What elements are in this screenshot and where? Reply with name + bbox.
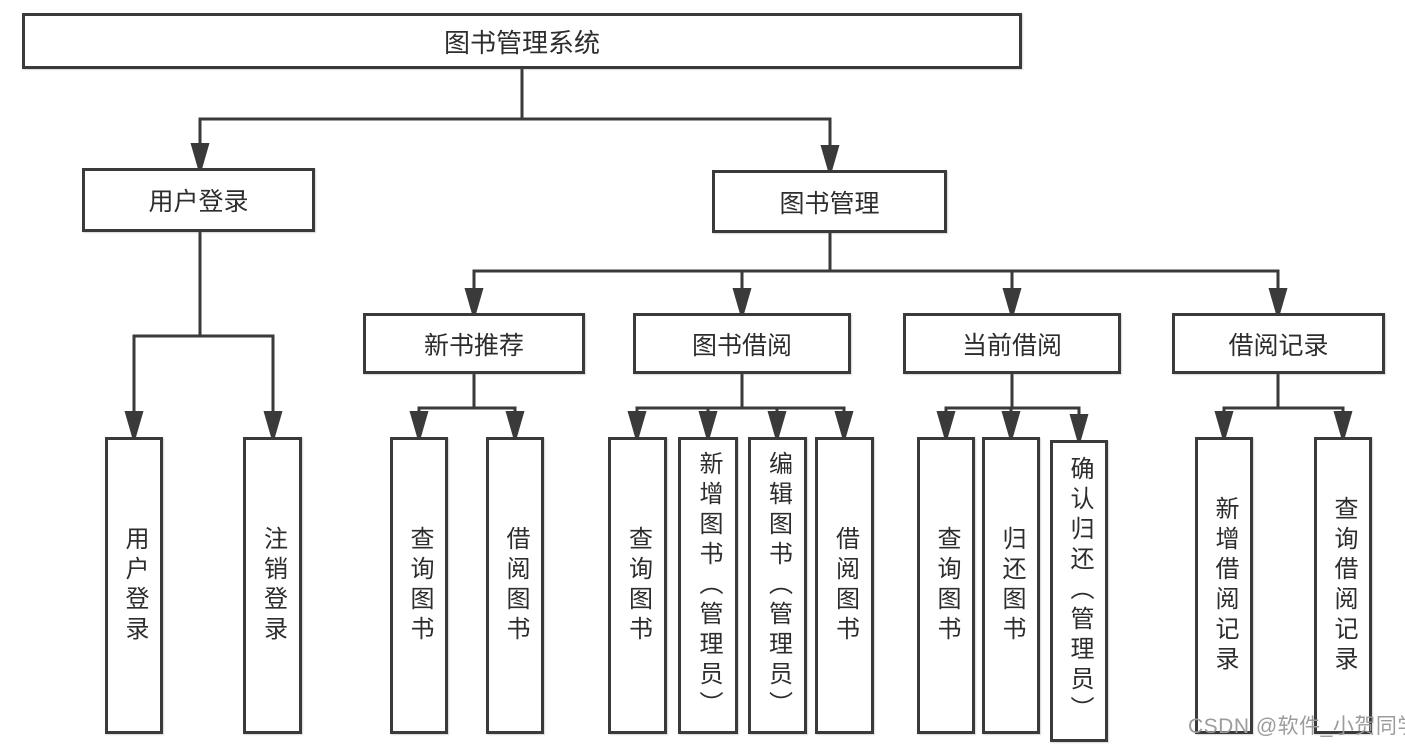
arrowhead-down-icon: [936, 411, 956, 437]
node-current-borrowing: 当前借阅: [903, 313, 1121, 374]
arrowhead-down-icon: [1001, 411, 1021, 437]
node-leaf-confirm-return-admin: 确认归还（管理员）: [1050, 440, 1108, 742]
node-label: 新书推荐: [423, 331, 524, 360]
node-leaf-borrow-book-1: 借阅图书: [486, 437, 544, 734]
node-label: 图书管理系统: [443, 27, 600, 58]
node-label: 新增借阅记录: [1211, 495, 1238, 676]
arrowhead-down-icon: [698, 411, 718, 437]
node-label: 新增图书（管理员）: [695, 450, 722, 721]
node-user-login: 用户登录: [82, 168, 315, 232]
arrowhead-down-icon: [1214, 411, 1234, 437]
node-leaf-logout: 注销登录: [243, 437, 302, 734]
node-leaf-borrow-book-2: 借阅图书: [815, 437, 874, 734]
node-book-borrowing: 图书借阅: [633, 313, 851, 374]
node-label: 查询图书: [406, 525, 433, 646]
node-leaf-user-login: 用户登录: [105, 437, 163, 734]
node-label: 图书借阅: [691, 331, 792, 360]
node-label: 查询图书: [933, 525, 960, 646]
arrowhead-down-icon: [505, 411, 525, 437]
node-library-system: 图书管理系统: [22, 13, 1022, 69]
arrowhead-down-icon: [409, 411, 429, 437]
node-label: 图书管理: [779, 189, 880, 218]
node-leaf-query-book-2: 查询图书: [608, 437, 667, 734]
arrowhead-down-icon: [627, 411, 647, 437]
node-label: 借阅记录: [1228, 331, 1329, 360]
node-leaf-query-borrow-record: 查询借阅记录: [1314, 437, 1372, 734]
node-label: 注销登录: [259, 525, 287, 646]
arrowhead-down-icon: [124, 411, 144, 437]
node-leaf-query-book-1: 查询图书: [390, 437, 448, 734]
node-label: 借阅图书: [831, 525, 859, 646]
node-leaf-edit-book-admin: 编辑图书（管理员）: [748, 437, 807, 734]
node-label: 借阅图书: [502, 525, 529, 646]
arrowhead-down-icon: [767, 411, 787, 437]
node-label: 当前借阅: [961, 331, 1062, 360]
arrowhead-down-icon: [1002, 288, 1022, 314]
node-leaf-query-book-3: 查询图书: [917, 437, 975, 734]
arrowhead-down-icon: [190, 143, 210, 169]
arrowhead-down-icon: [1069, 414, 1089, 440]
watermark: CSDN @软件_小贺同学: [1188, 715, 1405, 738]
node-leaf-add-book-admin: 新增图书（管理员）: [678, 437, 738, 734]
arrowhead-down-icon: [820, 145, 840, 171]
node-label: 查询图书: [624, 525, 652, 646]
arrowhead-down-icon: [1268, 288, 1288, 314]
node-leaf-return-book: 归还图书: [982, 437, 1040, 734]
node-label: 用户登录: [121, 525, 148, 646]
arrowhead-down-icon: [834, 411, 854, 437]
node-label: 用户登录: [148, 188, 249, 216]
node-new-book-recommend: 新书推荐: [363, 313, 585, 374]
arrowhead-down-icon: [464, 288, 484, 314]
node-borrowing-records: 借阅记录: [1172, 313, 1385, 374]
arrowhead-down-icon: [1333, 411, 1353, 437]
arrowhead-down-icon: [732, 288, 752, 314]
node-book-management: 图书管理: [712, 170, 947, 233]
arrowhead-down-icon: [263, 411, 283, 437]
node-leaf-add-borrow-record: 新增借阅记录: [1195, 437, 1253, 734]
node-label: 查询借阅记录: [1330, 495, 1357, 676]
node-label: 编辑图书（管理员）: [764, 450, 792, 721]
node-label: 确认归还（管理员）: [1066, 456, 1093, 726]
node-label: 归还图书: [998, 525, 1025, 646]
